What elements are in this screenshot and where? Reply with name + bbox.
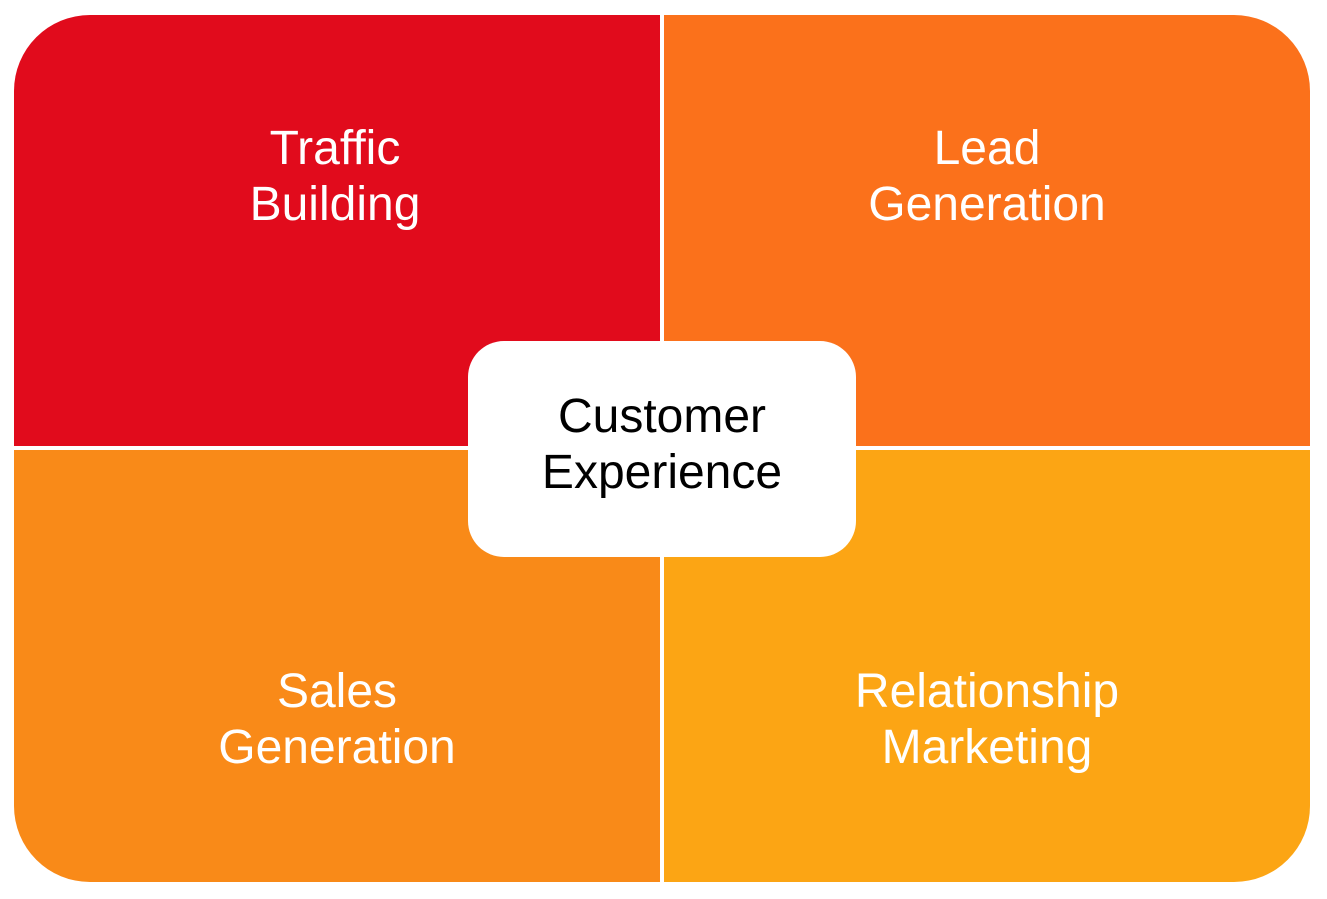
quadrant-label-lead-generation: Lead Generation [868, 122, 1106, 231]
quadrant-label-relationship-marketing: Relationship Marketing [854, 665, 1120, 774]
quadrant-label-sales-generation: Sales Generation [218, 665, 456, 774]
center-customer-experience: Customer Experience [468, 341, 856, 557]
quadrant-traffic-building: Traffic Building [14, 15, 660, 446]
center-label-customer-experience: Customer Experience [541, 390, 783, 499]
quadrant-label-traffic-building: Traffic Building [249, 122, 421, 231]
